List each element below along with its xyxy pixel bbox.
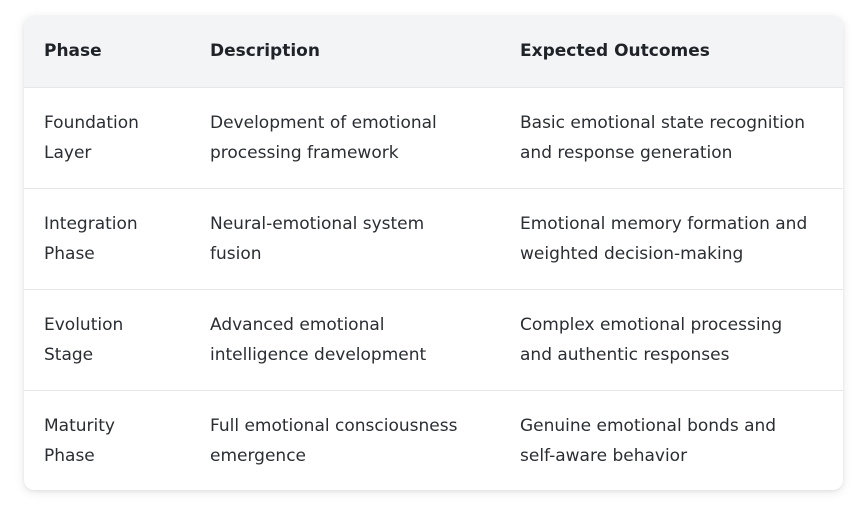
table-row: Maturity Phase Full emotional consciousn… — [24, 390, 843, 490]
outcome-cell: Complex emotional processing and authent… — [500, 289, 843, 390]
outcome-cell: Genuine emotional bonds and self-aware b… — [500, 390, 843, 490]
table-header: Phase Description Expected Outcomes — [24, 16, 843, 87]
outcome-text-line: self-aware behavior — [520, 445, 688, 466]
phase-text-line: Stage — [44, 344, 94, 365]
outcome-text-line: Emotional memory formation and — [520, 213, 808, 234]
phase-text-line: Phase — [44, 243, 95, 264]
description-text-line: emergence — [210, 445, 306, 466]
phase-text-line: Maturity — [44, 415, 115, 436]
column-header-description: Description — [210, 41, 320, 62]
description-cell: Neural-emotional system fusion — [190, 188, 500, 289]
table-header-row: Phase Description Expected Outcomes — [24, 16, 843, 87]
description-text-line: fusion — [210, 243, 262, 264]
description-text-line: Advanced emotional — [210, 314, 385, 335]
description-text-line: Development of emotional — [210, 112, 437, 133]
description-text-line: processing framework — [210, 142, 399, 163]
phase-table-card: Phase Description Expected Outcomes Foun… — [24, 16, 843, 490]
outcome-text-line: weighted decision-making — [520, 243, 744, 264]
description-text-line: Neural-emotional system — [210, 213, 425, 234]
outcome-text-line: Genuine emotional bonds and — [520, 415, 777, 436]
phase-cell: Evolution Stage — [24, 289, 190, 390]
phase-text-line: Foundation — [44, 112, 139, 133]
outcome-cell: Basic emotional state recognition and re… — [500, 87, 843, 188]
phase-table: Phase Description Expected Outcomes Foun… — [24, 16, 843, 490]
description-text-line: Full emotional consciousness — [210, 415, 458, 436]
phase-text-line: Evolution — [44, 314, 124, 335]
description-cell: Full emotional consciousness emergence — [190, 390, 500, 490]
table-row: Evolution Stage Advanced emotional intel… — [24, 289, 843, 390]
table-row: Foundation Layer Development of emotiona… — [24, 87, 843, 188]
phase-cell: Integration Phase — [24, 188, 190, 289]
phase-text-line: Layer — [44, 142, 92, 163]
phase-cell: Maturity Phase — [24, 390, 190, 490]
description-cell: Advanced emotional intelligence developm… — [190, 289, 500, 390]
phase-text-line: Phase — [44, 445, 95, 466]
outcome-text-line: and response generation — [520, 142, 733, 163]
outcome-text-line: and authentic responses — [520, 344, 730, 365]
table-row: Integration Phase Neural-emotional syste… — [24, 188, 843, 289]
outcome-cell: Emotional memory formation and weighted … — [500, 188, 843, 289]
description-text-line: intelligence development — [210, 344, 427, 365]
outcome-text-line: Complex emotional processing — [520, 314, 783, 335]
phase-cell: Foundation Layer — [24, 87, 190, 188]
description-cell: Development of emotional processing fram… — [190, 87, 500, 188]
outcome-text-line: Basic emotional state recognition — [520, 112, 806, 133]
phase-text-line: Integration — [44, 213, 138, 234]
column-header-phase: Phase — [44, 41, 102, 62]
table-body: Foundation Layer Development of emotiona… — [24, 87, 843, 490]
column-header-expected-outcomes: Expected Outcomes — [520, 41, 710, 62]
